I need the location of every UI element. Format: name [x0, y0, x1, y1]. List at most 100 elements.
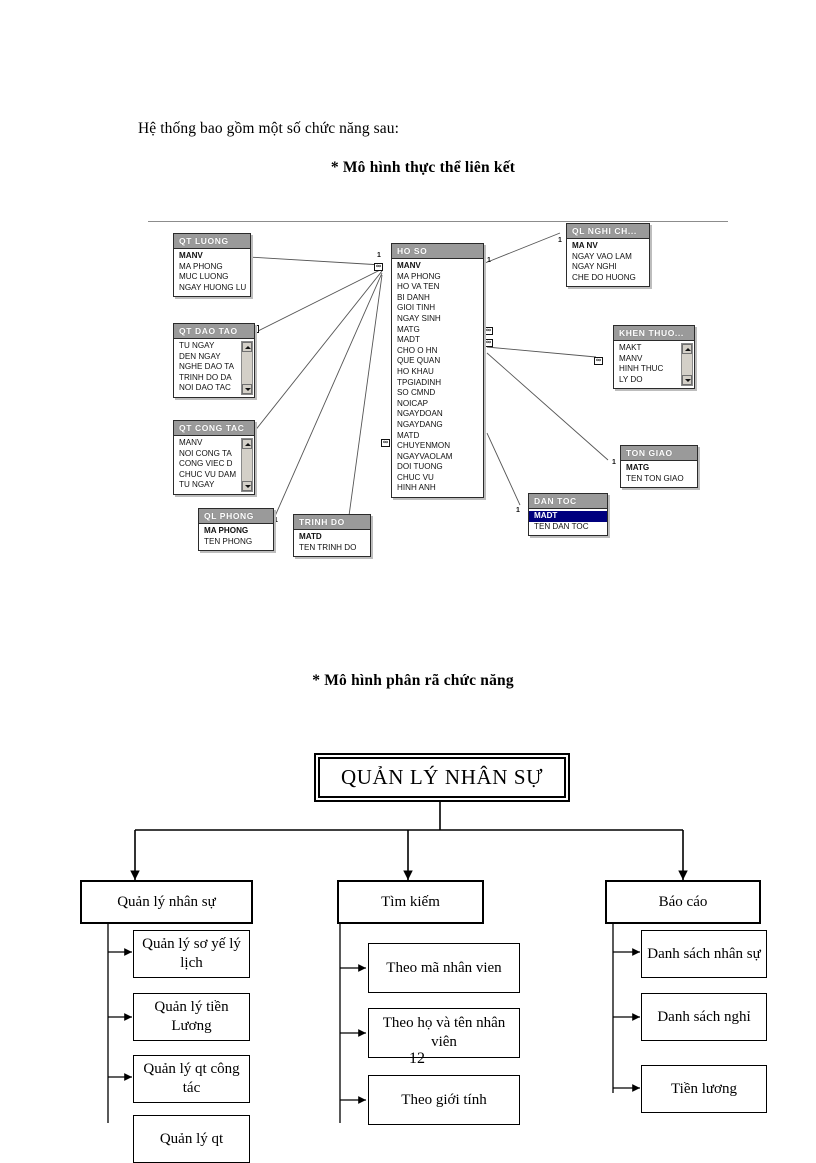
- er-table-field[interactable]: SO CMND: [397, 388, 436, 398]
- er-table-field[interactable]: DEN NGAY: [179, 351, 221, 361]
- leaf-node[interactable]: Quản lý tiền Lương: [133, 993, 250, 1041]
- cardinality-one: 1: [274, 517, 278, 524]
- leaf-label: Quản lý qt công tác: [143, 1061, 240, 1096]
- er-table-field[interactable]: GIOI TINH: [397, 303, 436, 313]
- branch-label: Báo cáo: [658, 893, 708, 910]
- er-table-field[interactable]: MADT: [529, 511, 607, 522]
- leaf-node[interactable]: Quản lý sơ yế lý lịch: [133, 930, 250, 978]
- er-table-field[interactable]: DOI TUONG: [397, 462, 443, 472]
- er-table-field[interactable]: MANV: [619, 353, 643, 363]
- er-table-field[interactable]: MUC LUONG: [179, 272, 229, 282]
- er-table-field[interactable]: CONG VIEC D: [179, 459, 233, 469]
- scrollbar[interactable]: [241, 341, 253, 395]
- er-table-field[interactable]: QUE QUAN: [397, 356, 441, 366]
- er-table-field[interactable]: MANV: [397, 261, 421, 270]
- er-table-field[interactable]: MAKT: [619, 343, 642, 352]
- leaf-node[interactable]: Theo mã nhân vien: [368, 943, 520, 993]
- er-table-field[interactable]: HINH THUC: [619, 364, 664, 374]
- leaf-label: Quản lý tiền Lương: [154, 999, 229, 1034]
- scrollbar[interactable]: [241, 438, 253, 492]
- scroll-down-icon[interactable]: [242, 383, 252, 394]
- er-table-field[interactable]: NGAYDANG: [397, 419, 443, 429]
- er-table-field[interactable]: MATG: [626, 463, 650, 472]
- er-table-field[interactable]: NGAY SINH: [397, 313, 441, 323]
- er-table-field[interactable]: HO KHAU: [397, 366, 434, 376]
- er-table-field[interactable]: CHE DO HUONG: [572, 272, 636, 282]
- er-table-field[interactable]: CHUC VU: [397, 472, 434, 482]
- leaf-node-partial[interactable]: Tiền lương: [641, 1065, 767, 1113]
- er-table-field[interactable]: MA PHONG: [179, 261, 223, 271]
- leaf-node[interactable]: Theo họ và tên nhân viên: [368, 1008, 520, 1058]
- root-node[interactable]: QUẢN LÝ NHÂN SỰ: [314, 753, 570, 802]
- scrollbar[interactable]: [681, 343, 693, 387]
- er-table-caption: QT LUONG: [174, 234, 250, 249]
- er-table-field[interactable]: TPGIADINH: [397, 377, 442, 387]
- fd-model-heading: * Mô hình phân rã chức năng: [312, 672, 514, 689]
- er-table-field[interactable]: NOI CONG TA: [179, 448, 232, 458]
- er-table-field[interactable]: LY DO: [619, 374, 643, 384]
- er-table-field[interactable]: MA NV: [572, 241, 598, 250]
- er-table-field[interactable]: TEN PHONG: [204, 536, 253, 546]
- leaf-node[interactable]: Danh sách nghỉ: [641, 993, 767, 1041]
- er-table-field[interactable]: MADT: [397, 335, 420, 345]
- er-table-field[interactable]: TEN TRINH DO: [299, 542, 357, 552]
- er-table-field[interactable]: TEN DAN TOC: [534, 521, 589, 531]
- er-table-field[interactable]: NGAYVAOLAM: [397, 451, 453, 461]
- er-table-caption: HO SO: [392, 244, 483, 259]
- intro-text: Hệ thống bao gồm một số chức năng sau:: [138, 120, 400, 137]
- leaf-node-partial[interactable]: Theo giới tính: [368, 1075, 520, 1125]
- er-table-field[interactable]: HO VA TEN: [397, 282, 440, 292]
- er-table-field[interactable]: CHO O HN: [397, 345, 438, 355]
- er-table-field[interactable]: CHUYENMON: [397, 441, 451, 451]
- leaf-node[interactable]: Quản lý qt công tác: [133, 1055, 250, 1103]
- er-table-field[interactable]: NGHE DAO TA: [179, 362, 235, 372]
- er-table-field[interactable]: TU NGAY: [179, 480, 215, 490]
- er-table-field[interactable]: NGAY HUONG LU: [179, 282, 247, 292]
- er-table-field[interactable]: NOI DAO TAC: [179, 383, 231, 393]
- leaf-node[interactable]: Danh sách nhân sự: [641, 930, 767, 978]
- er-table-field[interactable]: TEN TON GIAO: [626, 473, 684, 483]
- cardinality-one: 1: [516, 507, 520, 514]
- scroll-up-icon[interactable]: [682, 344, 692, 354]
- branch-label: Quản lý nhân sự: [117, 893, 216, 910]
- scroll-down-icon[interactable]: [682, 375, 692, 386]
- scroll-up-icon[interactable]: [242, 342, 252, 352]
- er-table-field[interactable]: CHUC VU DAM: [179, 469, 237, 479]
- cardinality-many: ∞: [484, 339, 493, 347]
- leaf-label: Theo họ và tên nhân viên: [382, 1015, 506, 1050]
- er-table-field[interactable]: MANV: [179, 438, 203, 447]
- er-table-field[interactable]: NGAYDOAN: [397, 409, 443, 419]
- er-table-field[interactable]: TRINH DO DA: [179, 372, 232, 382]
- er-table-field[interactable]: HINH ANH: [397, 483, 436, 493]
- er-table-field[interactable]: NOICAP: [397, 398, 429, 408]
- scroll-up-icon[interactable]: [242, 439, 252, 449]
- er-table-field[interactable]: NGAY VAO LAM: [572, 251, 632, 261]
- er-table-field[interactable]: MATD: [397, 430, 420, 440]
- er-table-field[interactable]: MANV: [179, 251, 203, 260]
- er-table-field[interactable]: TU NGAY: [179, 341, 215, 350]
- er-table-field[interactable]: BI DANH: [397, 292, 430, 302]
- er-table-field[interactable]: MA PHONG: [204, 526, 249, 535]
- er-table-field[interactable]: MA PHONG: [397, 271, 441, 281]
- er-table-field[interactable]: MATG: [397, 324, 420, 334]
- er-table-caption: DAN TOC: [529, 494, 607, 509]
- er-table-field[interactable]: NGAY NGHI: [572, 262, 617, 272]
- branch-node-ql-nhan-su[interactable]: Quản lý nhân sự: [80, 880, 253, 924]
- branch-node-tim-kiem[interactable]: Tìm kiếm: [337, 880, 484, 924]
- leaf-label: Danh sách nhân sự: [647, 945, 761, 962]
- leaf-node-partial[interactable]: Quản lý qt: [133, 1115, 250, 1163]
- branch-node-bao-cao[interactable]: Báo cáo: [605, 880, 761, 924]
- scroll-down-icon[interactable]: [242, 480, 252, 491]
- er-table-field[interactable]: MATD: [299, 532, 322, 541]
- tree-connectors: [107, 800, 688, 1123]
